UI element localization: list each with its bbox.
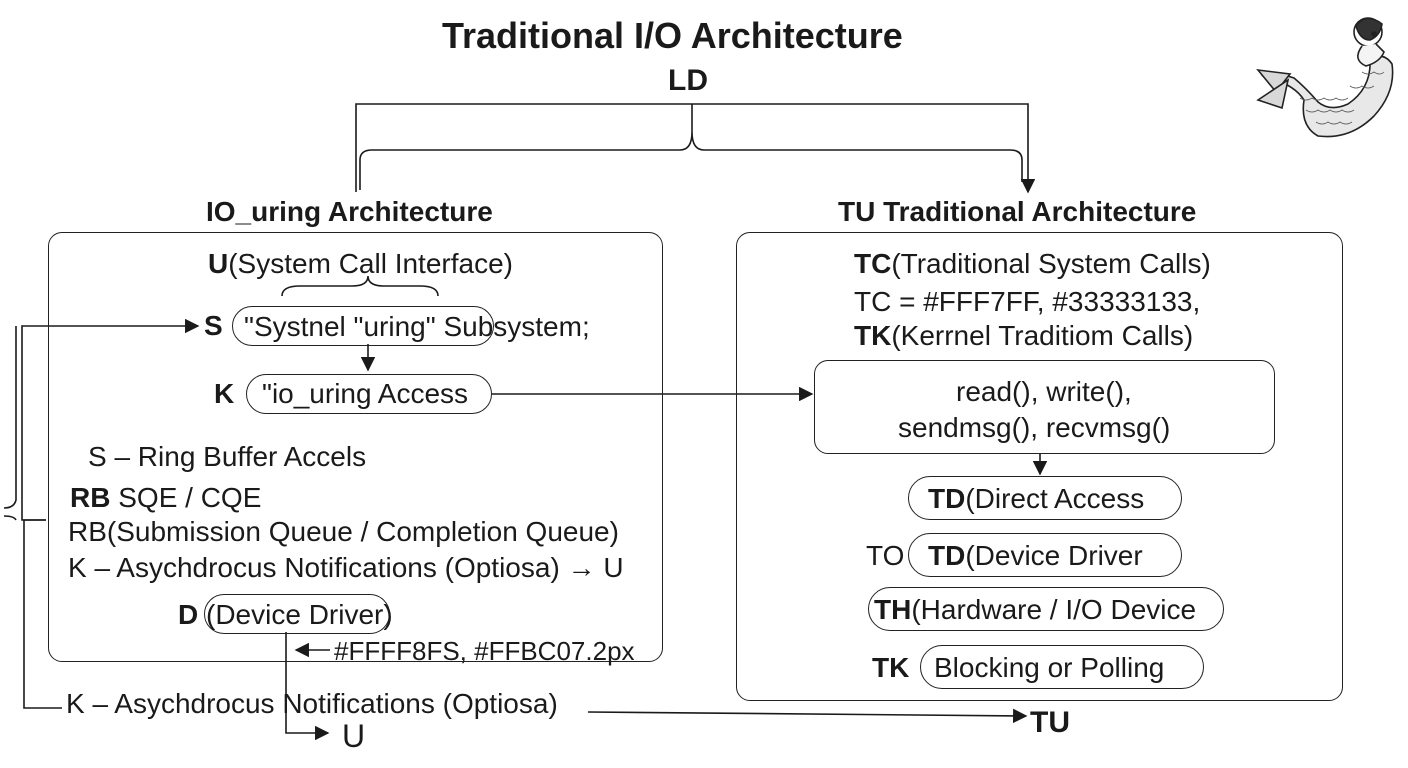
blocking-text: Blocking or Polling	[934, 652, 1165, 683]
left-brace	[3, 326, 17, 521]
color-note: #FFFF8FS, #FFBC07.2px	[334, 636, 635, 666]
driver-pill	[204, 594, 390, 634]
loop-bottom	[23, 519, 62, 709]
subsystem-pill	[232, 306, 494, 346]
driver-tag: D	[178, 599, 199, 630]
device-driver-text: (Device Driver	[965, 540, 1143, 571]
sqe-cqe-tag: RB	[70, 482, 111, 513]
diagram-title: Traditional I/O Architecture	[442, 15, 903, 56]
driver-to-u	[285, 632, 330, 741]
access-tag: K	[214, 378, 235, 409]
bottom-tu-label: TU	[1030, 706, 1070, 739]
ring-buffer-text: S – Ring Buffer Accels	[88, 441, 367, 472]
bottom-u-label: U	[342, 718, 366, 754]
notifications-text: K – Asychdrocus Notifications (Optiosa) …	[68, 552, 624, 583]
device-driver-row: TD(Device Driver	[928, 542, 1143, 570]
direct-row: TD(Direct Access	[928, 485, 1144, 513]
tc-colors: TC = #FFF7FF, #33333133,	[854, 286, 1201, 317]
queues-text: RB(Submission Queue / Completion Queue)	[68, 516, 619, 547]
subsystem-tag: S	[204, 310, 223, 341]
bottom-notifications: K – Asychdrocus Notifications (Optiosa)	[66, 688, 558, 719]
tc-text: (Traditional System Calls)	[891, 248, 1211, 279]
blocking-pill	[920, 645, 1204, 689]
notif-to-tu	[587, 708, 1028, 724]
direct-pill	[908, 476, 1182, 520]
tk-tag: TK	[854, 320, 892, 351]
mermaid-logo	[1256, 17, 1394, 138]
calls-line-2: sendmsg(), recvmsg()	[898, 412, 1171, 443]
hardware-tag: TH	[874, 594, 912, 625]
access-pill	[246, 374, 492, 414]
syscall-tag: U	[208, 248, 229, 279]
tk-row: TK(Kerrnel Traditiom Calls)	[854, 322, 1193, 350]
calls-line-1: read(), write(),	[956, 376, 1132, 407]
sqe-cqe-text: SQE / CQE	[118, 482, 262, 513]
hardware-pill	[868, 587, 1224, 631]
access-text: "io_uring Access	[262, 378, 469, 409]
tc-tag: TC	[854, 248, 892, 279]
tk-text: (Kerrnel Traditiom Calls)	[891, 320, 1194, 351]
driver-prefix: TO	[866, 540, 905, 571]
calls-box	[814, 360, 1275, 454]
blocking-tag: TK	[872, 652, 910, 683]
direct-tag: TD	[928, 483, 966, 514]
brace-inner	[359, 131, 1023, 190]
driver-text: (Device Driver)	[206, 599, 393, 630]
syscall-brace	[281, 275, 439, 297]
syscall-row: U(System Call Interface)	[208, 250, 513, 278]
hardware-row: TH(Hardware / I/O Device	[874, 596, 1196, 624]
root-label: LD	[668, 64, 708, 97]
device-driver-tag: TD	[928, 540, 966, 571]
hardware-text: (Hardware / I/O Device	[911, 594, 1197, 625]
sqe-cqe-row: RB SQE / CQE	[70, 484, 261, 512]
right-heading: TU Traditional Architecture	[838, 196, 1197, 227]
io-uring-box	[48, 232, 663, 662]
traditional-box	[736, 232, 1343, 701]
device-driver-pill	[908, 533, 1182, 577]
subsystem-text: "Systnel "uring" Subsystem;	[244, 311, 590, 342]
direct-text: (Direct Access	[965, 483, 1145, 514]
tc-row: TC(Traditional System Calls)	[854, 250, 1211, 278]
left-heading: IO_uring Architecture	[206, 196, 493, 227]
syscall-text: (System Call Interface)	[228, 248, 513, 279]
